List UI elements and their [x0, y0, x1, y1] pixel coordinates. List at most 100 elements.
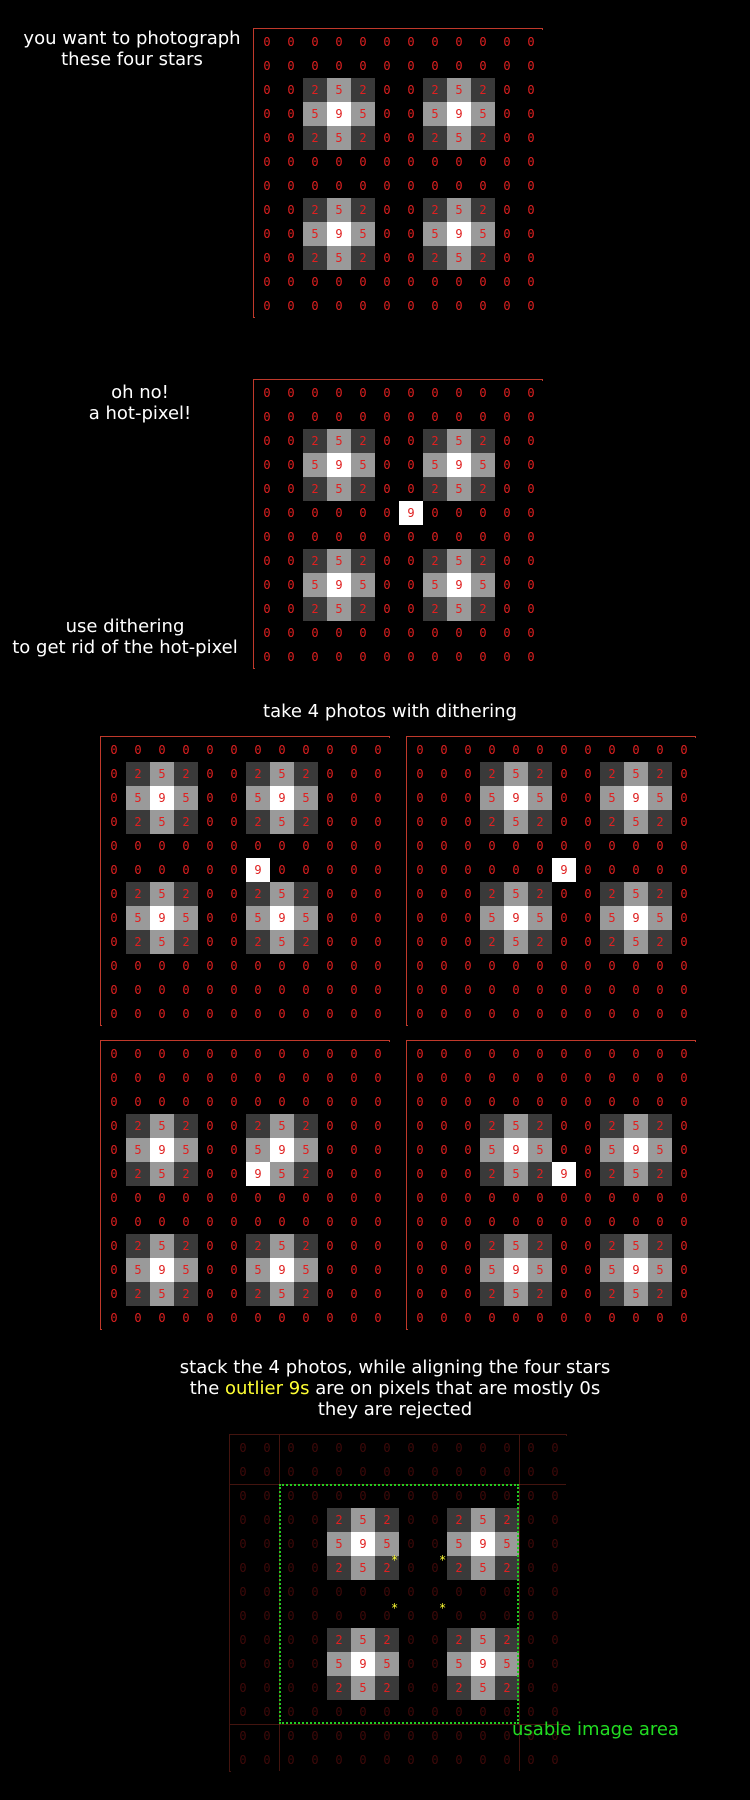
pixel-cell: 0: [327, 381, 351, 405]
pixel-cell: 0: [552, 786, 576, 810]
pixel-cell: 0: [279, 1556, 303, 1580]
pixel-cell: 5: [528, 786, 552, 810]
pixel-cell: 0: [174, 1042, 198, 1066]
pixel-cell: 0: [495, 126, 519, 150]
pixel-cell: 5: [624, 1282, 648, 1306]
pixel-cell: 5: [504, 810, 528, 834]
pixel-cell: 0: [279, 621, 303, 645]
pixel-cell: 5: [423, 102, 447, 126]
pixel-cell: 0: [552, 1258, 576, 1282]
pixel-cell: 2: [528, 930, 552, 954]
pixel-cell: 0: [672, 1162, 696, 1186]
pixel-cell: 0: [150, 1210, 174, 1234]
pixel-cell: 5: [480, 786, 504, 810]
pixel-cell: 0: [648, 1090, 672, 1114]
pixel-cell: 2: [423, 597, 447, 621]
pixel-cell: 0: [504, 1042, 528, 1066]
pixel-cell: 0: [456, 1138, 480, 1162]
pixel-cell: 0: [399, 174, 423, 198]
pixel-cell: 5: [327, 246, 351, 270]
pixel-cell: 0: [672, 1138, 696, 1162]
pixel-cell: 0: [552, 1042, 576, 1066]
pixel-cell: 0: [504, 954, 528, 978]
pixel-cell: 0: [408, 906, 432, 930]
pixel-cell: 0: [408, 1138, 432, 1162]
pixel-cell: 0: [408, 1002, 432, 1026]
pixel-cell: 0: [471, 1604, 495, 1628]
pixel-cell: 9: [150, 786, 174, 810]
pixel-cell: 0: [447, 294, 471, 318]
pixel-cell: 0: [126, 1002, 150, 1026]
pixel-cell: 0: [456, 1114, 480, 1138]
pixel-cell: 0: [552, 882, 576, 906]
pixel-cell: 0: [174, 1210, 198, 1234]
pixel-cell: 0: [279, 1604, 303, 1628]
pixel-cell: 0: [222, 762, 246, 786]
pixel-cell: 2: [246, 1234, 270, 1258]
pixel-cell: 0: [102, 954, 126, 978]
pixel-cell: 0: [255, 1556, 279, 1580]
pixel-cell: 2: [351, 477, 375, 501]
pixel-cell: 0: [519, 1700, 543, 1724]
pixel-cell: 0: [456, 1090, 480, 1114]
pixel-cell: 0: [198, 1234, 222, 1258]
pixel-cell: 9: [471, 1652, 495, 1676]
pixel-cell: 5: [351, 1508, 375, 1532]
pixel-cell: 0: [399, 1700, 423, 1724]
pixel-cell: 9: [504, 1258, 528, 1282]
pixel-cell: 0: [366, 1210, 390, 1234]
pixel-cell: 0: [399, 270, 423, 294]
pixel-cell: 0: [480, 834, 504, 858]
pixel-cell: 0: [480, 858, 504, 882]
pixel-cell: 2: [174, 1234, 198, 1258]
pixel-cell: 0: [303, 1532, 327, 1556]
pixel-cell: 0: [480, 1066, 504, 1090]
pixel-cell: 0: [318, 1282, 342, 1306]
pixel-cell: 0: [255, 174, 279, 198]
pixel-cell: 0: [303, 1748, 327, 1772]
pixel-cell: 0: [255, 126, 279, 150]
pixel-cell: 0: [318, 1258, 342, 1282]
pixel-cell: 0: [552, 954, 576, 978]
pixel-cell: 0: [399, 294, 423, 318]
pixel-cell: 0: [375, 1436, 399, 1460]
pixel-cell: 0: [495, 429, 519, 453]
pixel-cell: 2: [447, 1676, 471, 1700]
pixel-cell: 0: [648, 1002, 672, 1026]
pixel-cell: 2: [600, 1282, 624, 1306]
pixel-cell: 0: [342, 1114, 366, 1138]
pixel-cell: 5: [447, 477, 471, 501]
pixel-cell: 0: [318, 1090, 342, 1114]
pixel-cell: 0: [102, 858, 126, 882]
pixel-cell: 5: [423, 222, 447, 246]
pixel-cell: 0: [366, 954, 390, 978]
pixel-cell: 0: [366, 930, 390, 954]
pixel-cell: 0: [672, 834, 696, 858]
pixel-cell: 5: [504, 930, 528, 954]
pixel-cell: 0: [351, 174, 375, 198]
pixel-cell: 0: [150, 978, 174, 1002]
pixel-cell: 0: [231, 1460, 255, 1484]
pixel-cell: 0: [222, 1282, 246, 1306]
pixel-cell: 2: [375, 1676, 399, 1700]
pixel-cell: 0: [318, 762, 342, 786]
usable-area-label: usable image area: [512, 1719, 682, 1740]
pixel-cell: 0: [327, 150, 351, 174]
pixel-cell: 0: [471, 294, 495, 318]
pixel-cell: 0: [495, 102, 519, 126]
pixel-cell: 0: [303, 1436, 327, 1460]
pixel-cell: 0: [102, 1066, 126, 1090]
pixel-cell: 0: [375, 30, 399, 54]
pixel-cell: 0: [471, 1724, 495, 1748]
pixel-cell: 0: [543, 1580, 567, 1604]
pixel-cell: 0: [342, 930, 366, 954]
pixel-cell: 0: [600, 978, 624, 1002]
pixel-cell: 0: [519, 1580, 543, 1604]
pixel-cell: 0: [150, 1186, 174, 1210]
pixel-cell: 0: [303, 1508, 327, 1532]
pixel-cell: 0: [600, 1090, 624, 1114]
pixel-cell: 5: [150, 1114, 174, 1138]
pixel-cell: 0: [399, 477, 423, 501]
pixel-cell: 0: [198, 1186, 222, 1210]
pixel-cell: 0: [600, 954, 624, 978]
